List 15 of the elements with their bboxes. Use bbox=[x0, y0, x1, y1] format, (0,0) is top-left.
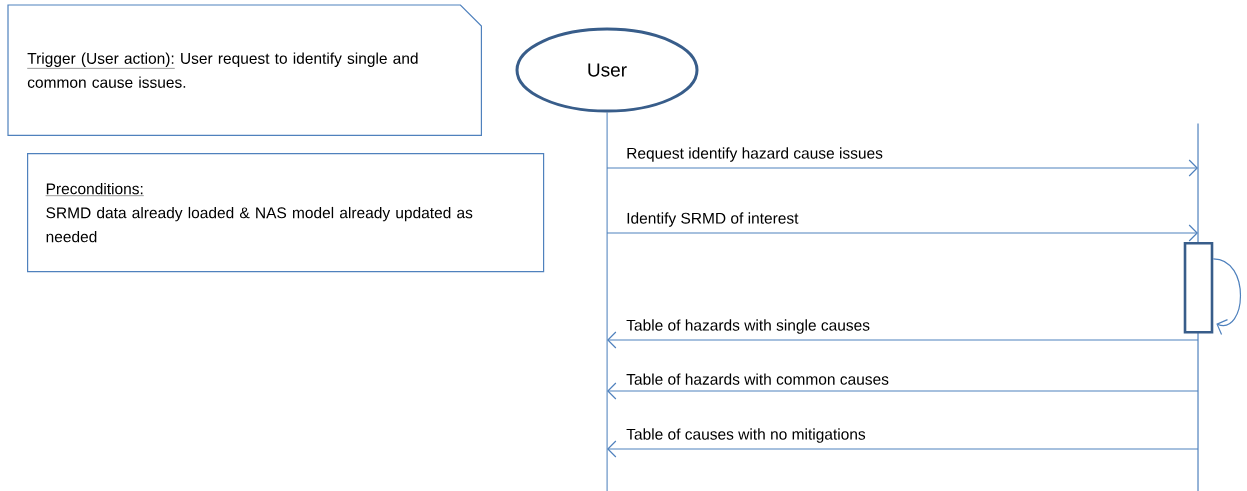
message-arrow bbox=[607, 382, 1199, 400]
self-call-arrow bbox=[1212, 258, 1242, 336]
edge-label: Identify SRMD of interest bbox=[627, 212, 799, 227]
lifeline bbox=[606, 112, 608, 491]
message-arrow bbox=[606, 159, 1198, 177]
edge-label: Request identify hazard cause issues bbox=[627, 147, 883, 162]
edge-label: Table of hazards with common causes bbox=[626, 373, 889, 385]
message-arrow bbox=[607, 331, 1199, 349]
edge-label: Table of causes with no mitigations bbox=[626, 428, 866, 443]
message-arrow bbox=[606, 224, 1198, 242]
edge-label: Table of hazards with single causes bbox=[626, 319, 870, 334]
note-box: Preconditions: SRMD data already loaded & NAS model already updated as needed bbox=[27, 153, 545, 273]
note-box: Trigger (User action): User request to identify single and common cause issues. bbox=[7, 4, 482, 136]
activation-bar bbox=[1183, 242, 1214, 334]
message-arrow bbox=[607, 440, 1199, 458]
